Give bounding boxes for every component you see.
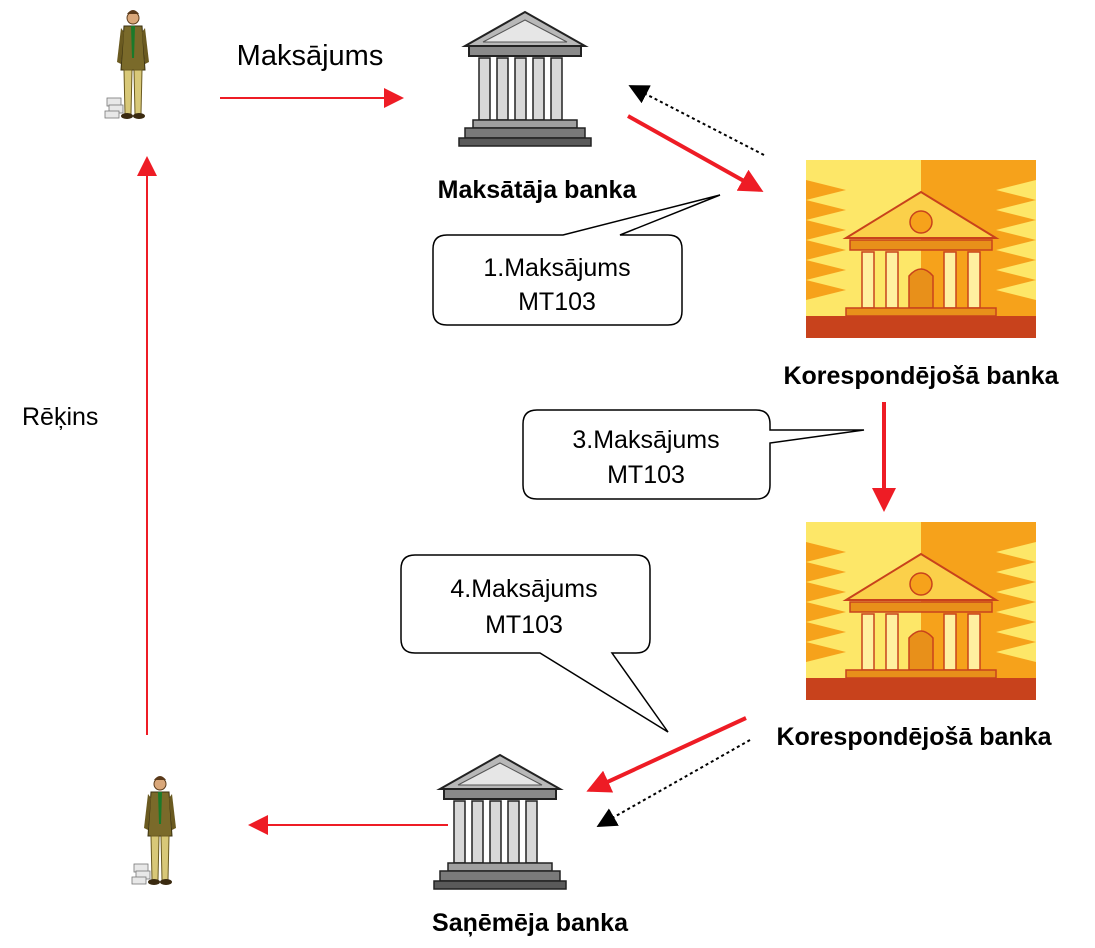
payer-confirmation-dotted-arrow <box>628 85 765 156</box>
payer-person-icon <box>104 9 150 120</box>
callout-3-bubble <box>522 409 865 500</box>
callout-3-line1: 3.Maksājums <box>572 426 719 454</box>
callout-1-line2: MT103 <box>518 288 596 316</box>
invoice-label: Rēķins <box>22 403 98 431</box>
payee-bank-icon <box>433 754 567 890</box>
correspondent-bank-1-label: Korespondējošā banka <box>783 362 1059 390</box>
payer-bank-icon <box>458 11 592 147</box>
correspondent-to-payee-arrow <box>586 716 747 793</box>
payer-bank-label: Maksātāja banka <box>438 176 638 204</box>
payee-person-icon <box>131 775 177 886</box>
correspondent-bank-2-icon <box>805 521 1037 701</box>
callout-4-bubble <box>400 554 669 733</box>
callout-1-line1: 1.Maksājums <box>483 254 630 282</box>
callout-1-bubble <box>432 194 721 326</box>
correspondent-bank-1-icon <box>805 159 1037 339</box>
payee-confirmation-dotted-arrow <box>596 739 751 827</box>
payee-bank-label: Saņēmēja banka <box>432 909 629 937</box>
callout-3-line2: MT103 <box>607 461 685 489</box>
payment-label: Maksājums <box>237 40 384 72</box>
payer-to-correspondent-arrow <box>627 114 764 192</box>
callout-4-line1: 4.Maksājums <box>450 575 597 603</box>
callout-4-line2: MT103 <box>485 611 563 639</box>
correspondent-bank-2-label: Korespondējošā banka <box>776 723 1052 751</box>
